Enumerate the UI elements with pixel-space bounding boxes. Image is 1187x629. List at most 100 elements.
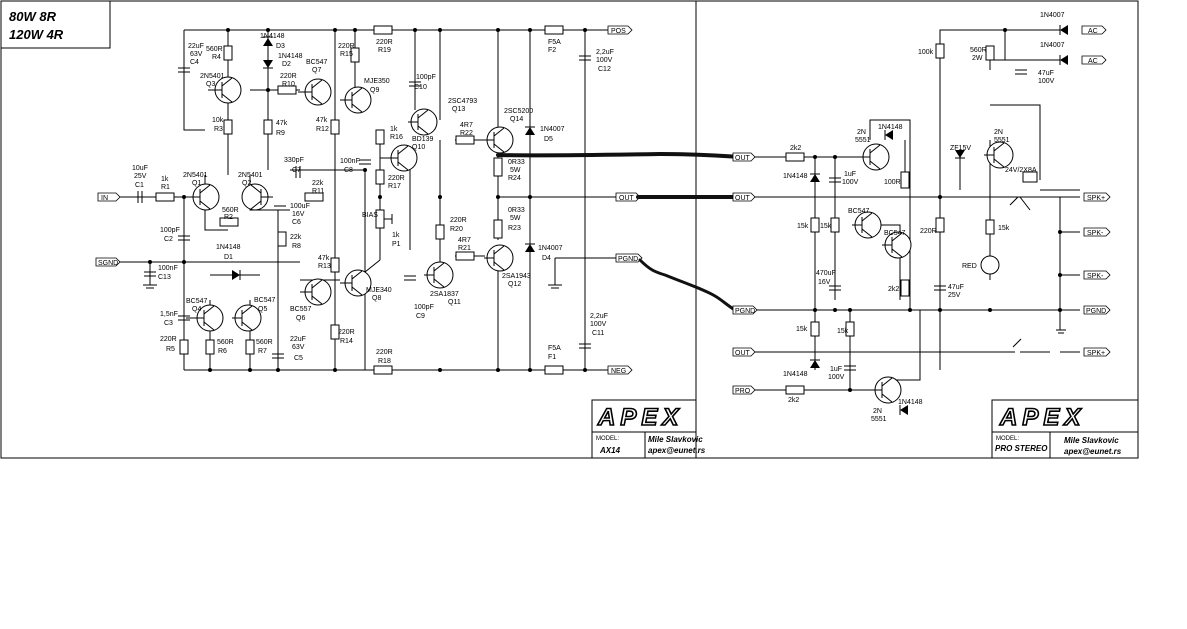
svg-text:560R: 560R [206, 46, 223, 53]
svg-text:R15: R15 [340, 51, 353, 58]
svg-text:SPK+: SPK+ [1087, 195, 1105, 202]
svg-text:R17: R17 [388, 183, 401, 190]
svg-text:R23: R23 [508, 225, 521, 232]
svg-text:F5A: F5A [548, 39, 561, 46]
svg-text:560R: 560R [217, 339, 234, 346]
svg-text:2W: 2W [972, 55, 983, 62]
conn-prot-pro: PRO [732, 385, 756, 395]
svg-text:47uF: 47uF [1038, 70, 1054, 77]
svg-text:220R: 220R [338, 329, 355, 336]
svg-text:F5A: F5A [548, 345, 561, 352]
svg-text:100V: 100V [1038, 78, 1055, 85]
svg-text:100pF: 100pF [416, 74, 436, 81]
label-led: RED [962, 263, 977, 270]
amp-model: AX14 [599, 446, 621, 455]
amp-resistors [155, 25, 564, 375]
svg-text:100V: 100V [828, 374, 845, 381]
amp-connectors: IN SGND POS OUT PGND NEG [95, 25, 643, 375]
svg-text:1uF: 1uF [844, 171, 856, 178]
svg-text:22uF: 22uF [188, 43, 204, 50]
svg-text:22k: 22k [290, 234, 302, 241]
svg-text:R1: R1 [161, 184, 170, 191]
svg-text:100nF: 100nF [158, 265, 178, 272]
svg-text:47uF: 47uF [948, 284, 964, 291]
svg-text:SPK-: SPK- [1087, 230, 1104, 237]
svg-text:R24: R24 [508, 175, 521, 182]
svg-text:C11: C11 [592, 330, 604, 337]
svg-text:OUT: OUT [735, 155, 751, 162]
svg-text:MJE350: MJE350 [364, 78, 390, 85]
svg-text:Q8: Q8 [372, 295, 381, 302]
svg-text:63V: 63V [190, 51, 203, 58]
amp-transistors [182, 76, 514, 332]
svg-text:R8: R8 [292, 243, 301, 250]
label-r-100k: 100k [918, 49, 934, 56]
svg-text:R14: R14 [340, 338, 353, 345]
label-r-100r: 100R [884, 179, 901, 186]
conn-pos: POS [607, 25, 633, 35]
svg-text:R22: R22 [460, 130, 473, 137]
svg-text:1uF: 1uF [830, 366, 842, 373]
conn-pgnd: PGND [615, 253, 643, 263]
svg-text:C12: C12 [598, 66, 611, 73]
label-r-15k-c: 15k [796, 326, 808, 333]
svg-text:47k: 47k [316, 117, 328, 124]
svg-text:BC547: BC547 [306, 59, 328, 66]
svg-text:470uF: 470uF [816, 270, 836, 277]
svg-text:R10: R10 [282, 81, 295, 88]
conn-sgnd: SGND [95, 257, 121, 267]
svg-text:0R33: 0R33 [508, 207, 525, 214]
label-r-15k-a: 15k [797, 223, 809, 230]
svg-text:560R: 560R [222, 207, 239, 214]
svg-text:PGND: PGND [618, 256, 638, 263]
svg-text:Q9: Q9 [370, 87, 379, 94]
svg-text:100V: 100V [596, 57, 613, 64]
label-r-15k-d: 15k [837, 328, 849, 335]
conn-ac-2: AC [1081, 55, 1107, 65]
svg-text:D4: D4 [542, 255, 551, 262]
conn-neg: NEG [607, 365, 633, 375]
svg-text:22uF: 22uF [290, 336, 306, 343]
svg-text:5551: 5551 [994, 137, 1010, 144]
svg-text:C6: C6 [292, 219, 301, 226]
svg-text:OUT: OUT [735, 350, 751, 357]
svg-text:22k: 22k [312, 180, 324, 187]
svg-text:1k: 1k [392, 232, 400, 239]
svg-text:10k: 10k [212, 117, 224, 124]
svg-text:220R: 220R [388, 175, 405, 182]
svg-text:1,5nF: 1,5nF [160, 311, 178, 318]
label-r-15k-led: 15k [998, 225, 1010, 232]
svg-text:Q13: Q13 [452, 106, 465, 113]
conn-spk-1: SPK+ [1083, 192, 1111, 202]
svg-text:SPK+: SPK+ [1087, 350, 1105, 357]
label-r-2k2-mid: 2k2 [888, 286, 899, 293]
svg-text:Q10: Q10 [412, 144, 425, 151]
label-d-ac2: 1N4007 [1040, 42, 1065, 49]
svg-text:10uF: 10uF [132, 165, 148, 172]
svg-text:2N5401: 2N5401 [200, 73, 225, 80]
prot-email: apex@eunet.rs [1064, 447, 1122, 456]
svg-text:OUT: OUT [735, 195, 751, 202]
svg-text:R9: R9 [276, 130, 285, 137]
